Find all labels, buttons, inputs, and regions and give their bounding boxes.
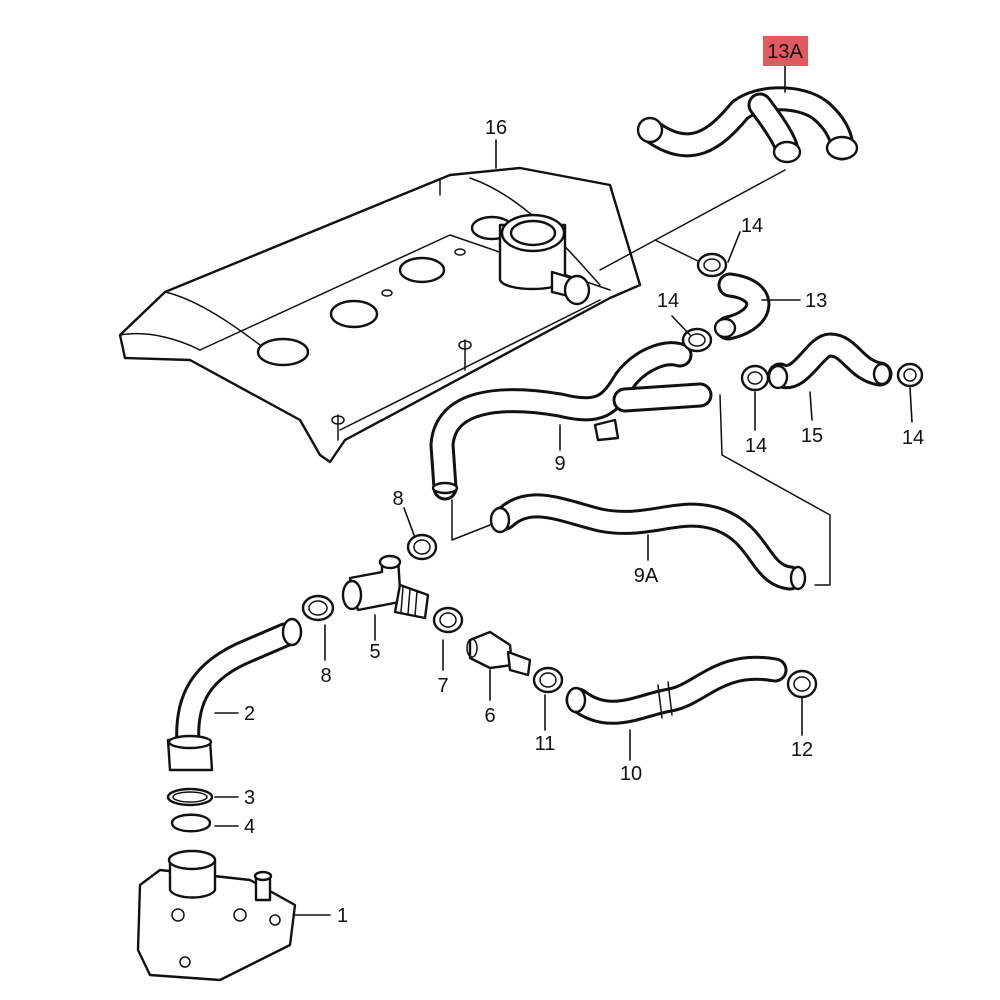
callout-15: 15: [801, 425, 823, 447]
callout-11: 11: [535, 733, 556, 755]
callout-9a: 9A: [634, 565, 659, 587]
elbow-hose-13: [713, 272, 771, 341]
hose-10: [565, 655, 788, 725]
clamp-7: [432, 606, 464, 634]
callout-13: 13: [805, 290, 827, 312]
callout-4: 4: [244, 816, 255, 838]
callout-1: 1: [337, 905, 348, 927]
callout-14-c: 14: [745, 435, 767, 457]
callout-2: 2: [244, 703, 255, 725]
clamps-8: [301, 533, 438, 622]
callout-10: 10: [620, 763, 642, 785]
breather-pipe-9: [429, 341, 713, 501]
valve-cover: [118, 166, 642, 464]
callout-8-a: 8: [392, 488, 403, 510]
callout-16: 16: [485, 117, 507, 139]
callout-9: 9: [554, 453, 565, 475]
clamp-12: [786, 669, 818, 699]
flange-housing-1: [136, 849, 297, 982]
leader-lines: [214, 65, 913, 916]
callout-14-b: 14: [657, 290, 679, 312]
callout-12: 12: [791, 739, 813, 761]
hose-15: [767, 332, 893, 390]
callout-6: 6: [484, 705, 495, 727]
hose-9a: [489, 493, 807, 591]
callout-8-b: 8: [320, 665, 331, 687]
callout-14-a: 14: [741, 215, 763, 237]
clamp-11: [532, 666, 564, 694]
callout-labels: 13A 16 14 13 14 14 15 14 9 9A 8 5 8 7 6 …: [244, 36, 924, 927]
circlip-4: [170, 813, 212, 833]
callout-14-d: 14: [902, 427, 924, 449]
check-valve-6: [466, 630, 532, 677]
callout-3: 3: [244, 787, 255, 809]
callout-13a-highlight: [763, 36, 808, 66]
assembly-brackets: [451, 394, 831, 586]
callout-5: 5: [369, 641, 380, 663]
callout-7: 7: [437, 675, 448, 697]
callout-13a: 13A: [767, 41, 803, 63]
elbow-pipe-2: [166, 617, 303, 772]
o-ring-3: [166, 787, 214, 807]
breather-hose-13a: [599, 86, 859, 271]
t-piece-5: [341, 554, 430, 620]
